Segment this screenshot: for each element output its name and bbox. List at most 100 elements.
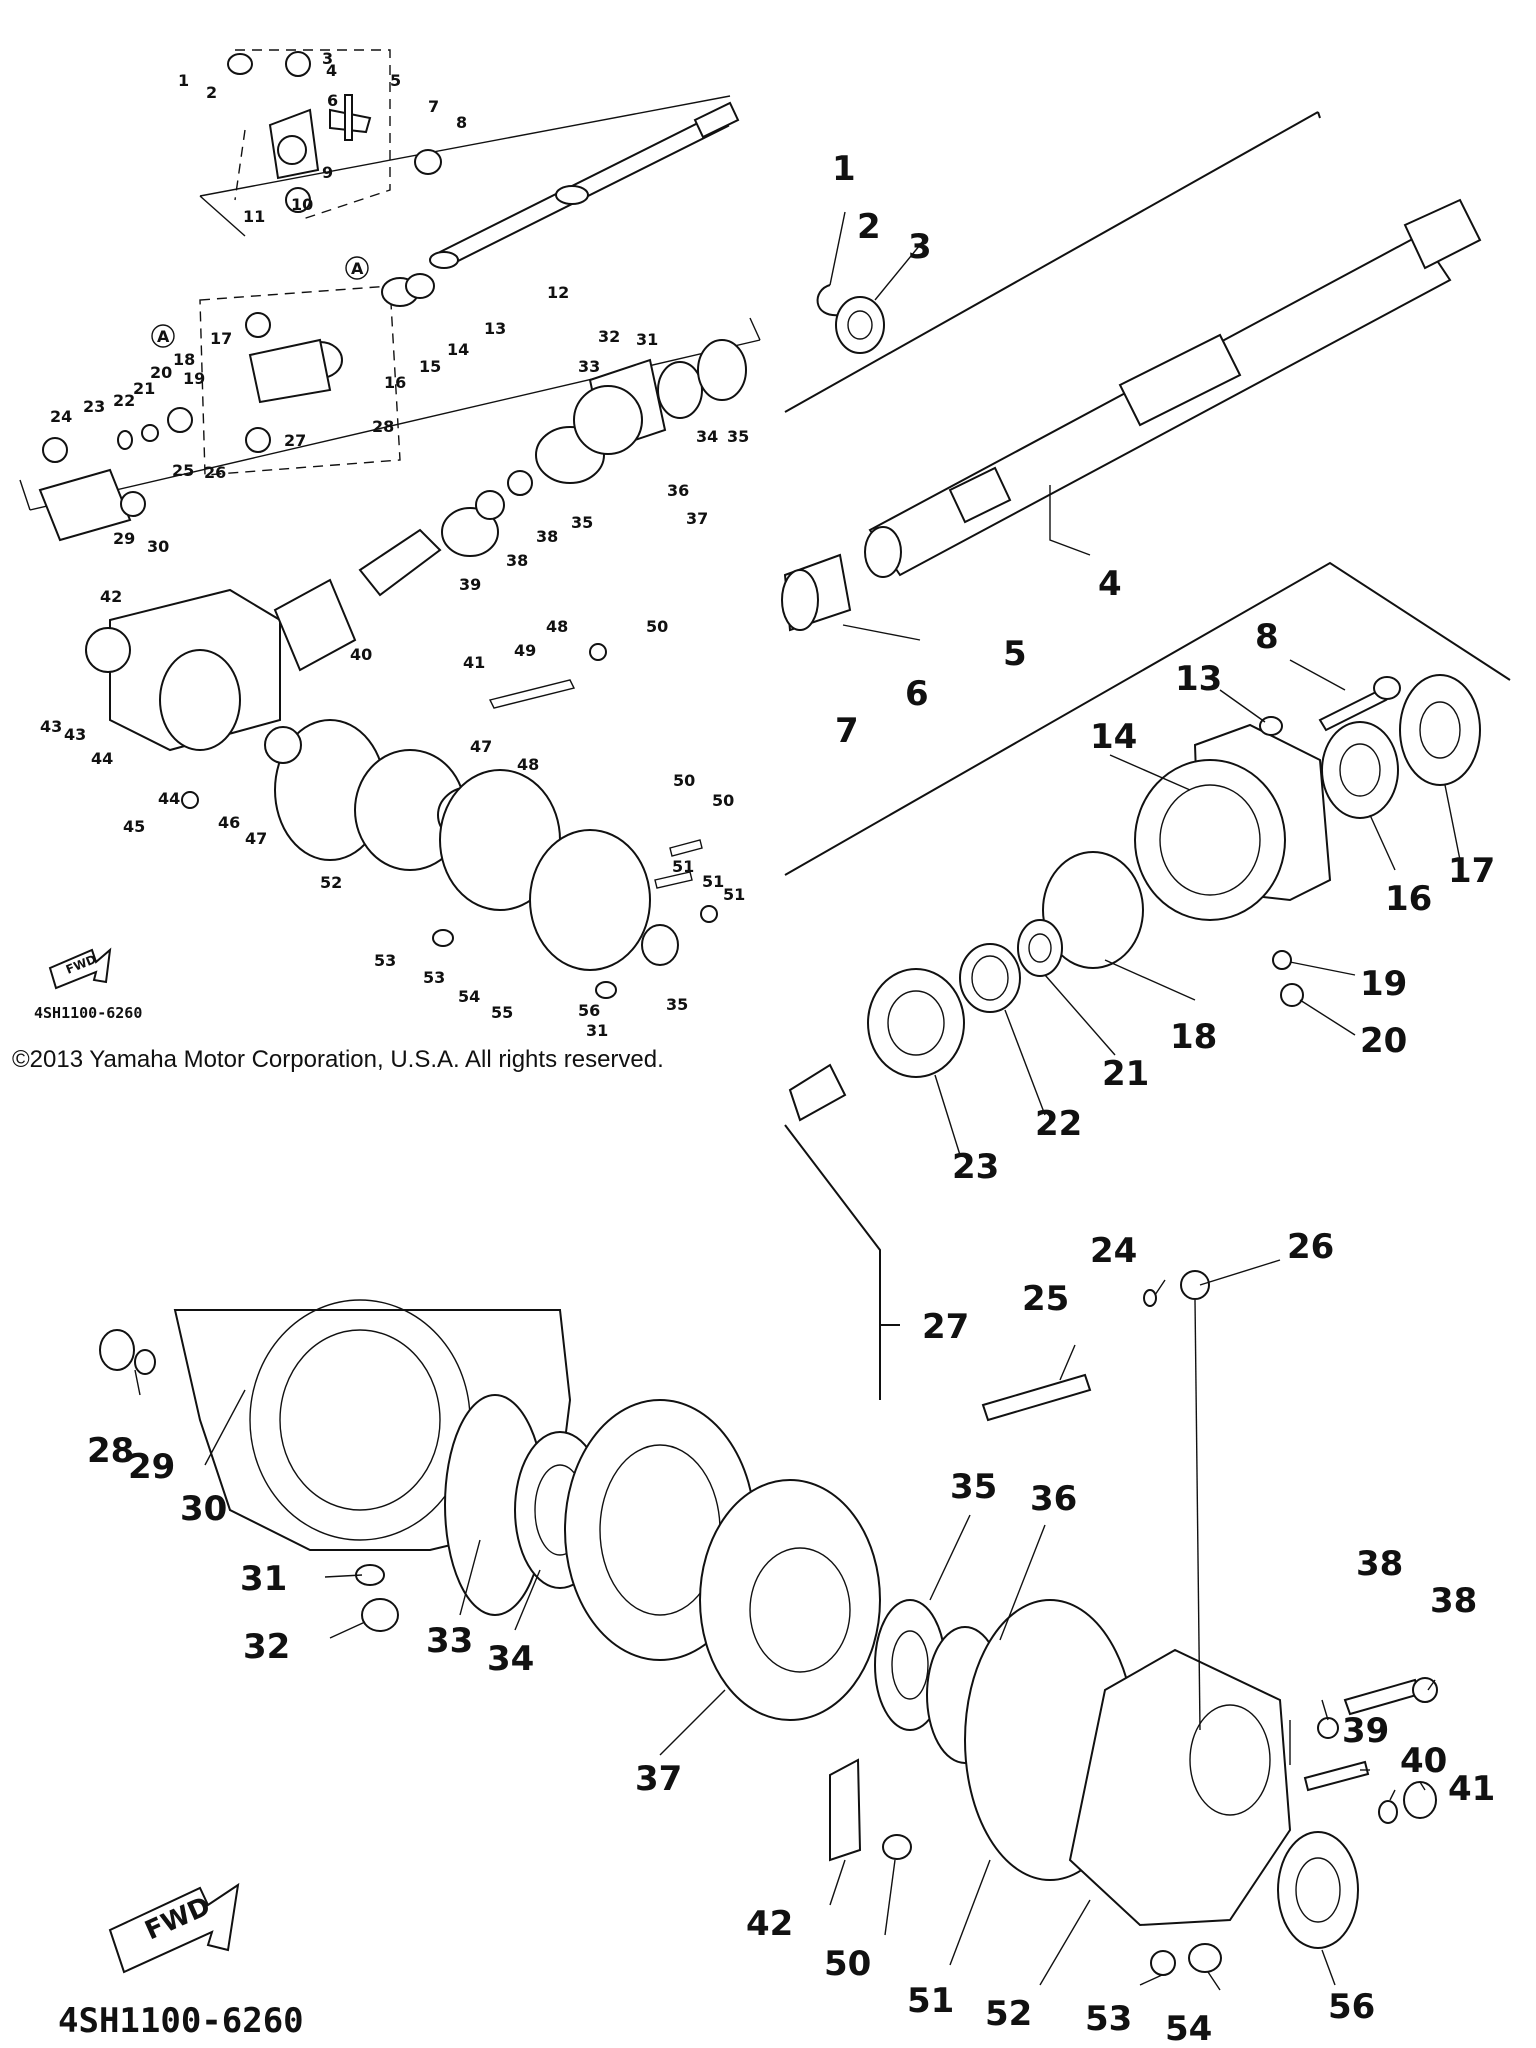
callout-label-small: 1 — [178, 71, 189, 90]
callout-label: 52 — [985, 1994, 1032, 2034]
callout-label-small: 17 — [210, 329, 232, 348]
callout-label-small: 44 — [91, 749, 113, 768]
overview-callouts: 1 2 3 4 5 6 7 8 9 10 11 12 13 14 15 16 1… — [40, 49, 749, 1040]
callout-label-small: 24 — [50, 407, 72, 426]
callout-label: 53 — [1085, 1999, 1132, 2039]
callout-label-small: 44 — [158, 789, 180, 808]
callout-label-small: 9 — [322, 163, 333, 182]
callout-label-small: 51 — [672, 857, 694, 876]
callout-label-small: 37 — [686, 509, 708, 528]
callout-label-small: 47 — [245, 829, 267, 848]
callout-label: 38 — [1430, 1581, 1477, 1621]
fwd-arrow: FWD — [108, 1882, 240, 1974]
callout-label-small: 18 — [173, 350, 195, 369]
callout-label-small: 47 — [470, 737, 492, 756]
callout-label: 33 — [426, 1621, 473, 1661]
callout-label: 37 — [635, 1759, 682, 1799]
callout-label-small: 55 — [491, 1003, 513, 1022]
callout-label-small: 31 — [636, 330, 658, 349]
callout-label-small: 36 — [667, 481, 689, 500]
callout-label: 21 — [1102, 1054, 1149, 1094]
callout-label-small: 43 — [40, 717, 62, 736]
callout-label: 20 — [1360, 1021, 1407, 1061]
callout-label-small: 13 — [484, 319, 506, 338]
callout-label: 17 — [1448, 851, 1495, 891]
callout-label: 19 — [1360, 964, 1407, 1004]
callout-label-small: 35 — [571, 513, 593, 532]
callout-label: 7 — [835, 711, 859, 751]
overview-diagram: FWD A A 1 2 3 4 5 6 7 8 9 10 11 12 13 14… — [19, 49, 761, 1040]
callout-label-small: 38 — [506, 551, 528, 570]
callout-label-small: 54 — [458, 987, 480, 1006]
callout-label: 29 — [128, 1447, 175, 1487]
callout-label-small: 4 — [326, 61, 337, 80]
callout-label: 34 — [487, 1639, 534, 1679]
callout-label: 14 — [1090, 717, 1137, 757]
callout-label-small: 10 — [291, 195, 313, 214]
callout-label-small: 19 — [183, 369, 205, 388]
callout-label-small: 52 — [320, 873, 342, 892]
callout-label-small: 25 — [172, 461, 194, 480]
callout-label: 28 — [87, 1431, 134, 1471]
callout-label-small: 50 — [673, 771, 695, 790]
callout-label-small: 31 — [586, 1021, 608, 1040]
detail-diagram: FWD — [58, 111, 1511, 2048]
callout-label-small: 30 — [147, 537, 169, 556]
callout-label-small: 21 — [133, 379, 155, 398]
differential-carrier-19 — [699, 1479, 881, 1721]
callout-label: 36 — [1030, 1479, 1077, 1519]
callout-label-small: 39 — [459, 575, 481, 594]
callout-label-small: 11 — [243, 207, 265, 226]
callout-label-small: 53 — [423, 968, 445, 987]
callout-label-small: 6 — [327, 91, 338, 110]
callout-label: 18 — [1170, 1017, 1217, 1057]
callout-label: 41 — [1448, 1769, 1495, 1809]
callout-label-small: 51 — [702, 872, 724, 891]
detail-callouts: 1 2 3 4 5 6 7 8 13 14 16 17 18 19 20 21 … — [87, 149, 1495, 2048]
callout-label: 8 — [1255, 617, 1279, 657]
callout-label-small: 20 — [150, 363, 172, 382]
gear-case-cover-22 — [1068, 1648, 1292, 1927]
part-number-small: 4SH1100-6260 — [34, 1004, 142, 1022]
callout-label-small: 49 — [514, 641, 536, 660]
callout-label-small: 33 — [578, 357, 600, 376]
callout-label: 1 — [832, 149, 856, 189]
callout-label-small: 32 — [598, 327, 620, 346]
callout-label-small: 48 — [517, 755, 539, 774]
callout-label-small: 27 — [284, 431, 306, 450]
callout-label: 32 — [243, 1627, 290, 1667]
callout-label-small: 28 — [372, 417, 394, 436]
callout-label: 27 — [922, 1307, 969, 1347]
callout-label: 22 — [1035, 1104, 1082, 1144]
callout-label: 6 — [905, 674, 929, 714]
callout-label-small: 2 — [206, 83, 217, 102]
callout-label-small: 51 — [723, 885, 745, 904]
callout-label-small: 7 — [428, 97, 439, 116]
callout-label-small: 22 — [113, 391, 135, 410]
bearing-housing-7 — [1134, 723, 1332, 921]
callout-label-small: 40 — [350, 645, 372, 664]
callout-label: 24 — [1090, 1231, 1137, 1271]
callout-label-small: 38 — [536, 527, 558, 546]
callout-label: 31 — [240, 1559, 287, 1599]
callout-label: 5 — [1003, 634, 1027, 674]
callout-label-small: 41 — [463, 653, 485, 672]
callout-label: 51 — [907, 1981, 954, 2021]
callout-label-small: 29 — [113, 529, 135, 548]
copyright-notice: ©2013 Yamaha Motor Corporation, U.S.A. A… — [12, 1046, 664, 1073]
callout-label-small: 5 — [390, 71, 401, 90]
callout-label-small: 12 — [547, 283, 569, 302]
callout-label: 38 — [1356, 1544, 1403, 1584]
callout-label: 54 — [1165, 2009, 1212, 2048]
callout-label-small: 15 — [419, 357, 441, 376]
callout-label-small: 43 — [64, 725, 86, 744]
callout-label: 23 — [952, 1147, 999, 1187]
callout-label-small: 56 — [578, 1001, 600, 1020]
drive-shaft-52 — [864, 198, 1482, 578]
callout-label-small: 46 — [218, 813, 240, 832]
callout-label-small: 34 — [696, 427, 718, 446]
callout-label: 13 — [1175, 659, 1222, 699]
callout-label: 16 — [1385, 879, 1432, 919]
callout-label-small: 50 — [712, 791, 734, 810]
